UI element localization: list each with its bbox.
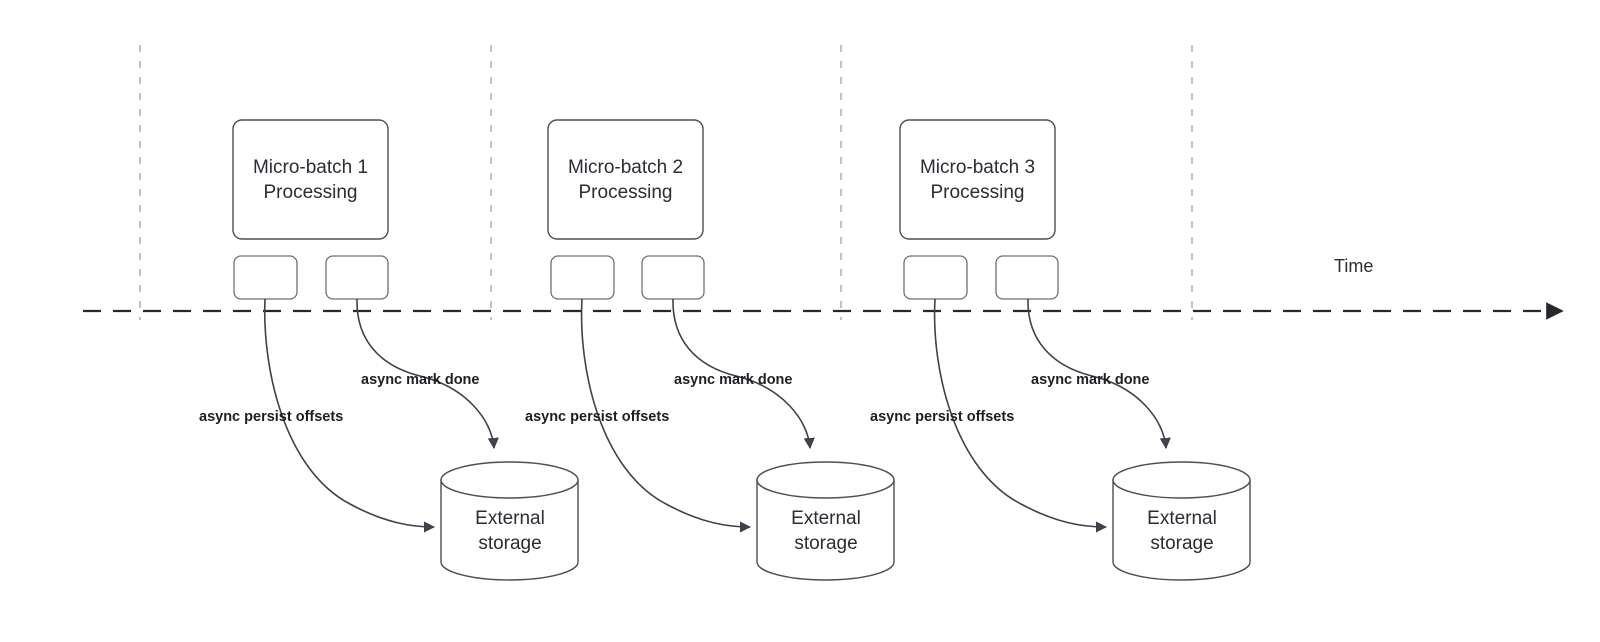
batch-2-mark-done-edge <box>672 298 815 450</box>
batch-2-group <box>547 119 895 581</box>
batch-3-persist-offsets-label: async persist offsets <box>870 409 1015 425</box>
batch-2-process-box[interactable] <box>547 119 704 240</box>
batch-1-persist-offsets-edge <box>263 298 436 533</box>
batch-3-task-left-box[interactable] <box>903 255 968 300</box>
batch-3-mark-done-label: async mark done <box>1031 372 1150 388</box>
batch-1-task-left-box[interactable] <box>233 255 298 300</box>
batch-3-persist-offsets-edge <box>933 298 1108 533</box>
batch-3-storage-cylinder[interactable] <box>1112 461 1251 581</box>
batch-2-mark-done-label: async mark done <box>674 372 793 388</box>
batch-1-mark-done-edge <box>356 298 499 450</box>
time-axis-label: Time <box>1334 256 1374 276</box>
batch-1-mark-done-label: async mark done <box>361 372 480 388</box>
batch-2-task-right-box[interactable] <box>641 255 705 300</box>
batch-2-task-left-box[interactable] <box>550 255 615 300</box>
batch-1-task-right-box[interactable] <box>325 255 389 300</box>
guide-lines <box>139 45 1193 320</box>
batch-1-storage-cylinder[interactable] <box>440 461 579 581</box>
batch-3-task-right-box[interactable] <box>995 255 1059 300</box>
batch-1-persist-offsets-label: async persist offsets <box>199 409 344 425</box>
batch-2-persist-offsets-label: async persist offsets <box>525 409 670 425</box>
batch-1-process-box[interactable] <box>232 119 389 240</box>
batch-3-group <box>899 119 1251 581</box>
batch-3-process-box[interactable] <box>899 119 1056 240</box>
batch-2-storage-cylinder[interactable] <box>756 461 895 581</box>
batch-3-mark-done-edge <box>1027 298 1171 450</box>
batch-1-group <box>232 119 579 581</box>
batch-2-persist-offsets-edge <box>580 298 752 533</box>
